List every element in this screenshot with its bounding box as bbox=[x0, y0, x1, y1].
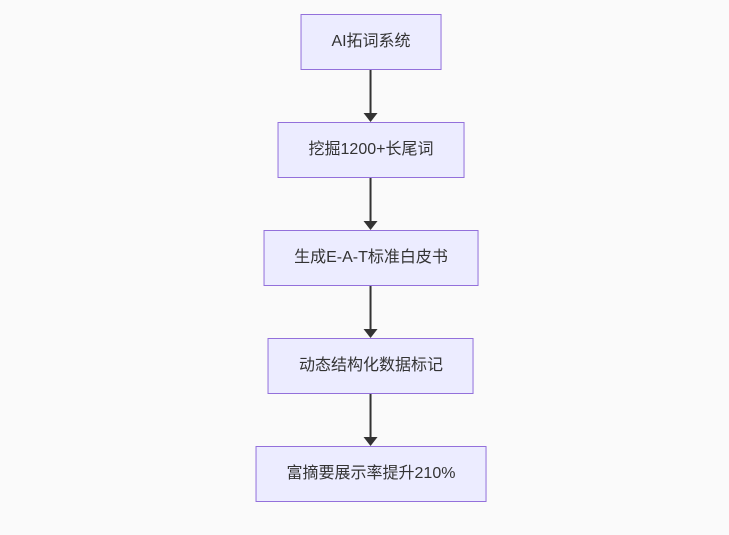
flow-node-n2: 挖掘1200+长尾词 bbox=[277, 122, 465, 178]
flow-node-n4: 动态结构化数据标记 bbox=[267, 338, 474, 394]
arrow-down-icon bbox=[364, 178, 378, 230]
flowchart: AI拓词系统挖掘1200+长尾词生成E-A-T标准白皮书动态结构化数据标记富摘要… bbox=[255, 14, 487, 502]
flow-node-label: 富摘要展示率提升210% bbox=[286, 465, 456, 482]
flow-node-n5: 富摘要展示率提升210% bbox=[255, 446, 487, 502]
flow-node-n3: 生成E-A-T标准白皮书 bbox=[263, 230, 479, 286]
arrow-down-icon bbox=[364, 394, 378, 446]
flow-node-label: AI拓词系统 bbox=[331, 33, 411, 50]
arrowhead-icon bbox=[364, 221, 378, 230]
arrow-down-icon bbox=[364, 286, 378, 338]
flow-node-label: 生成E-A-T标准白皮书 bbox=[294, 249, 448, 266]
arrow-down-icon bbox=[364, 70, 378, 122]
arrowhead-icon bbox=[364, 437, 378, 446]
arrow-line bbox=[370, 178, 372, 222]
arrow-line bbox=[370, 394, 372, 438]
arrow-line bbox=[370, 70, 372, 114]
flow-node-label: 挖掘1200+长尾词 bbox=[308, 141, 434, 158]
arrowhead-icon bbox=[364, 329, 378, 338]
flow-node-n1: AI拓词系统 bbox=[300, 14, 442, 70]
arrowhead-icon bbox=[364, 113, 378, 122]
flow-node-label: 动态结构化数据标记 bbox=[298, 357, 443, 374]
arrow-line bbox=[370, 286, 372, 330]
